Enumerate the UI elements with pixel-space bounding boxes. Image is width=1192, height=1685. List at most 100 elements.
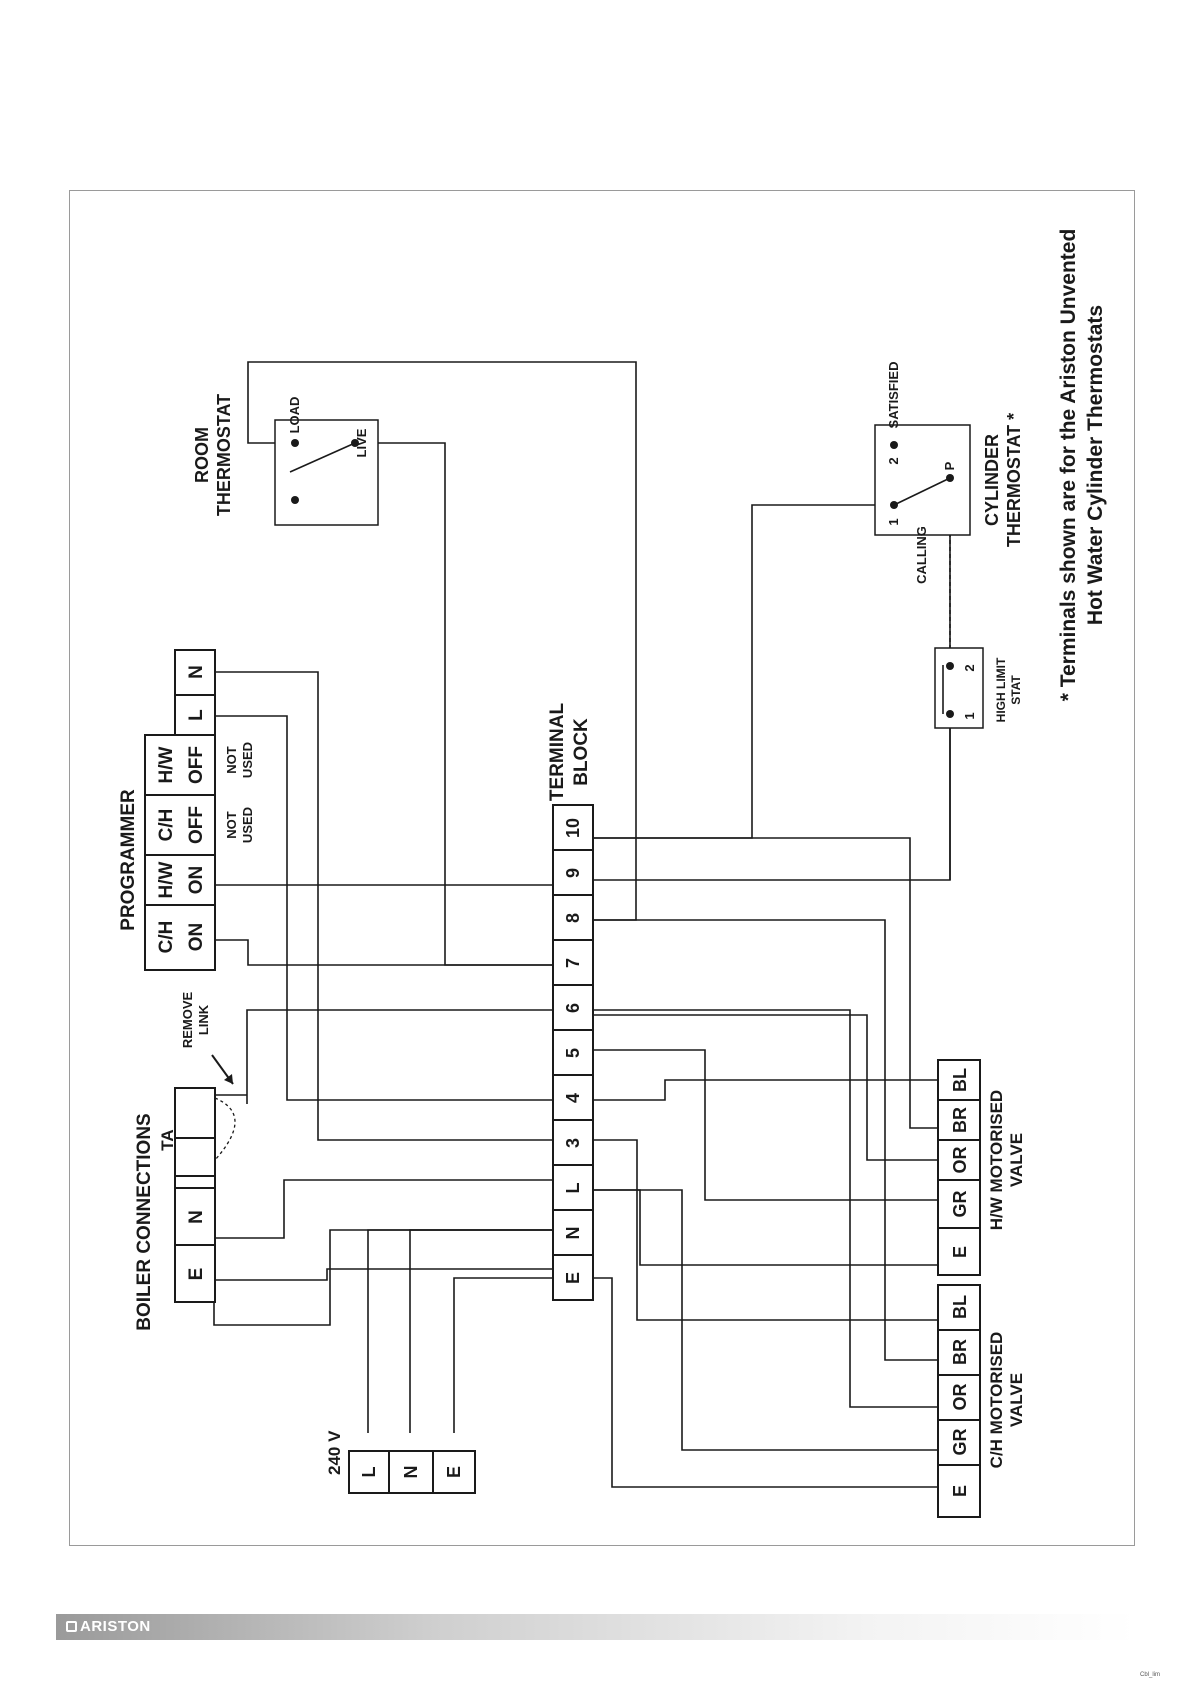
ch-bl: BL [950, 1295, 970, 1319]
tb-e: E [563, 1272, 583, 1284]
remove-link-line2: LINK [196, 1004, 211, 1035]
tb-10-box [552, 804, 594, 851]
hw-motorised-valve: E GR OR BR BL H/W MOTORISED VALVE [937, 1059, 1026, 1276]
prog-hwon-l2: ON [186, 866, 207, 895]
ch-or: OR [950, 1383, 970, 1410]
hw-bl: BL [950, 1068, 970, 1092]
tb-6-box [552, 984, 594, 1031]
tb-n: N [563, 1227, 583, 1240]
room-thermostat-title-l2: THERMOSTAT [214, 394, 234, 516]
hw-valve-title-l1: H/W MOTORISED [987, 1090, 1006, 1230]
ch-e: E [950, 1485, 970, 1497]
tb-9-box [552, 849, 594, 896]
wire-hw-bl [592, 1079, 938, 1101]
hls-contact-1 [946, 710, 954, 718]
supply-terminal-l: L [359, 1467, 379, 1478]
cyl-stat-t1: 1 [886, 518, 901, 525]
prog-hwon-box [144, 854, 216, 906]
hw-gr: GR [950, 1190, 970, 1217]
wire-supply-n [409, 1229, 560, 1433]
terminal-block-title-l1: TERMINAL [547, 703, 568, 802]
choff-not-used-l1: NOT [224, 811, 239, 839]
wire-prog-n [214, 671, 560, 1141]
room-thermostat: ROOM THERMOSTAT LOAD LIVE [192, 394, 379, 526]
brand-logo: ARISTON [66, 1618, 151, 1635]
wire-ch-e [592, 1277, 938, 1488]
diagram-frame [69, 190, 1135, 1546]
wire-stat-live [355, 442, 560, 966]
wire-hw-or [592, 1014, 938, 1161]
page-reference: Cbl_lim [1140, 1672, 1161, 1678]
wire-hw-gr [592, 1049, 938, 1201]
tb-4-box [552, 1074, 594, 1121]
programmer: PROGRAMMER C/H ON H/W ON C/H OFF H/W OFF… [118, 649, 255, 971]
tb-9: 9 [563, 868, 583, 878]
wire-prog-chon [214, 939, 560, 966]
hls-t1: 1 [962, 712, 977, 719]
room-stat-switch-arm [289, 442, 356, 473]
wire-cyl-2 [592, 505, 951, 881]
tb-7: 7 [563, 958, 583, 968]
ch-gr: GR [950, 1428, 970, 1455]
cylinder-thermostat-title-l1: CYLINDER [982, 434, 1002, 526]
hw-bl-box [937, 1059, 981, 1101]
supply-terminal-n-box [388, 1450, 434, 1494]
tb-10: 10 [563, 818, 583, 838]
remove-link-line1: REMOVE [180, 992, 195, 1049]
high-limit-stat: 2 1 HIGH LIMIT STAT [934, 647, 1023, 729]
cyl-stat-calling: CALLING [914, 526, 929, 584]
choff-not-used-l2: USED [240, 807, 255, 843]
tb-6: 6 [563, 1003, 583, 1013]
cyl-stat-satisfied: SATISFIED [886, 362, 901, 429]
prog-l: L [186, 709, 207, 721]
cylinder-thermostat: 1 2 P CALLING SATISFIED CYLINDER THERMOS… [874, 362, 1024, 584]
high-limit-stat-title-l2: STAT [1009, 675, 1023, 705]
prog-l-box [174, 694, 216, 736]
ch-valve-title-l1: C/H MOTORISED [987, 1332, 1006, 1469]
cyl-stat-t2: 2 [886, 457, 901, 464]
wires [213, 361, 951, 1488]
supply-voltage: 240 V [325, 1430, 344, 1475]
prog-n: N [186, 665, 207, 679]
high-limit-stat-title-l1: HIGH LIMIT [994, 657, 1008, 722]
remove-link-arrowhead [224, 1074, 233, 1084]
prog-chon-l2: ON [186, 923, 207, 952]
wire-supply-l [367, 1229, 560, 1433]
boiler-ta-box-1 [174, 1087, 216, 1139]
room-stat-contact-a [291, 496, 299, 504]
boiler-ta-label: TA [158, 1129, 177, 1150]
tb-e-box [552, 1254, 594, 1301]
boiler-terminal-n-box [174, 1187, 216, 1246]
wire-cyl-1 [592, 504, 894, 839]
brand-name: ARISTON [80, 1618, 151, 1635]
ch-motorised-valve: E GR OR BR BL C/H MOTORISED VALVE [937, 1284, 1026, 1518]
boiler-terminal-n: N [186, 1210, 207, 1224]
ch-or-box [937, 1374, 981, 1421]
wire-ch-bl [592, 1139, 938, 1321]
hwoff-not-used-l1: NOT [224, 746, 239, 774]
boiler-ta-box-2 [174, 1137, 216, 1177]
wire-hw-br [592, 837, 938, 1129]
supply-terminal-n: N [401, 1466, 421, 1479]
ch-bl-box [937, 1284, 981, 1331]
room-thermostat-title-l1: ROOM [192, 427, 212, 483]
prog-chon-l1: C/H [156, 921, 177, 954]
room-thermostat-box [274, 419, 379, 526]
cyl-stat-switch-arm [893, 477, 951, 506]
tb-3: 3 [563, 1138, 583, 1148]
footer-bar [56, 1614, 1136, 1640]
prog-hwon-l1: H/W [156, 861, 177, 898]
room-stat-load-contact [291, 439, 299, 447]
tb-4: 4 [563, 1093, 583, 1103]
cylinder-thermostat-title-l2: THERMOSTAT * [1004, 413, 1024, 547]
programmer-title: PROGRAMMER [118, 789, 139, 931]
footnote: * Terminals shown are for the Ariston Un… [1057, 229, 1107, 702]
tb-l-box [552, 1164, 594, 1211]
supply-terminal-e: E [444, 1466, 464, 1478]
ch-e-box [937, 1464, 981, 1518]
wire-boiler-l [213, 1229, 560, 1326]
wire-boiler-n [214, 1179, 560, 1239]
boiler-terminal-e: E [186, 1268, 207, 1281]
wire-hw-e [592, 1189, 938, 1266]
